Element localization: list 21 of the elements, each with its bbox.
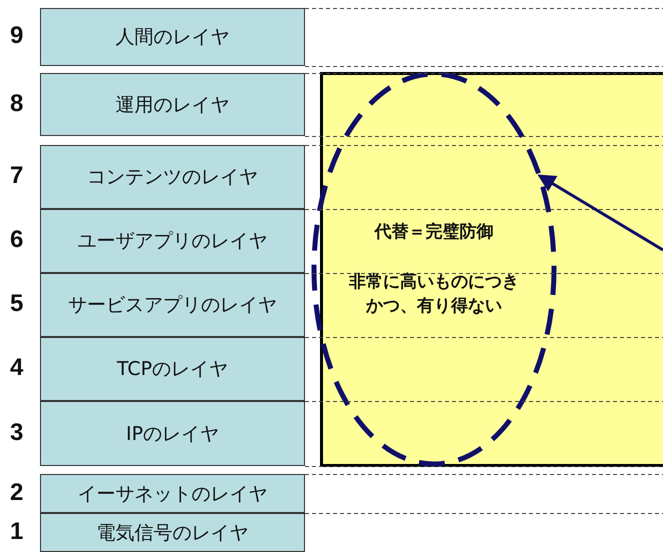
arrow bbox=[537, 174, 663, 252]
layer-number: 1 bbox=[10, 518, 24, 546]
layer-box: IPのレイヤ bbox=[40, 401, 305, 466]
layer-number: 5 bbox=[10, 290, 24, 318]
layer-box: コンテンツのレイヤ bbox=[40, 145, 305, 209]
layer-number: 6 bbox=[10, 226, 24, 254]
layer-number: 8 bbox=[10, 90, 24, 118]
layer-box: サービスアプリのレイヤ bbox=[40, 273, 305, 337]
layer-number: 9 bbox=[10, 22, 24, 50]
layer-box: ユーザアプリのレイヤ bbox=[40, 209, 305, 273]
note-text: 代替＝完璧防御 bbox=[373, 221, 494, 244]
layer-number: 2 bbox=[10, 478, 24, 506]
layer-box: 人間のレイヤ bbox=[40, 8, 305, 66]
layer-number: 7 bbox=[10, 162, 24, 190]
layer-number: 3 bbox=[10, 418, 24, 446]
layer-box: TCPのレイヤ bbox=[40, 337, 305, 401]
layer-number: 4 bbox=[10, 354, 24, 382]
layer-box: 運用のレイヤ bbox=[40, 73, 305, 136]
layer-box: 電気信号のレイヤ bbox=[40, 513, 305, 552]
note-text: 非常に高いものにつきかつ、有り得ない bbox=[348, 271, 520, 318]
layer-box: イーサネットのレイヤ bbox=[40, 474, 305, 513]
